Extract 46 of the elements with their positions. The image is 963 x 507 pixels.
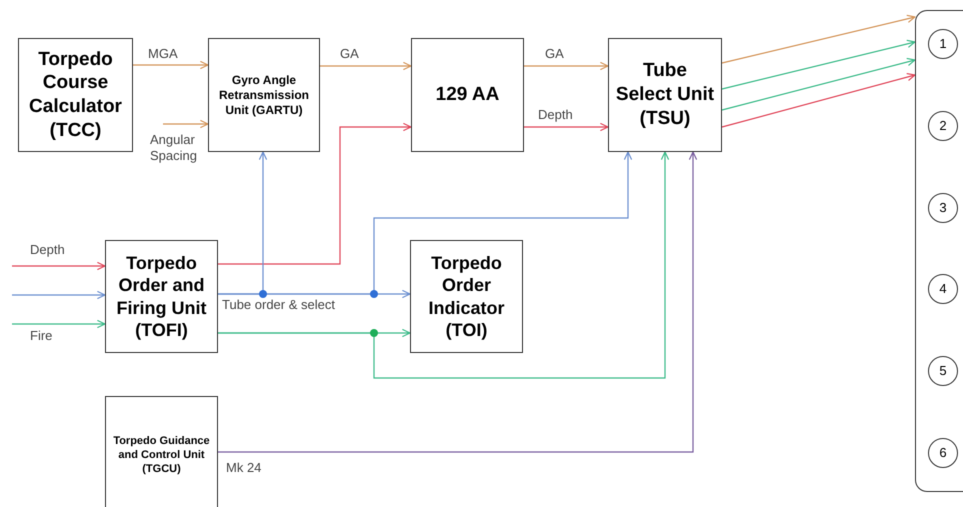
- node-label: Gyro Angle Retransmission Unit (GARTU): [218, 72, 310, 118]
- arrow: [722, 72, 916, 128]
- arrow: [12, 320, 106, 328]
- arrow: [722, 14, 916, 64]
- node-label: Torpedo Guidance and Control Unit (TGCU): [112, 435, 211, 477]
- node-label: 129 AA: [434, 83, 500, 107]
- node-label: 4: [938, 280, 948, 298]
- unit-box: [608, 38, 722, 152]
- unit-box: [18, 38, 133, 152]
- unit-box: [208, 38, 320, 152]
- tube-panel: [915, 10, 963, 492]
- node-label: 2: [938, 118, 948, 134]
- unit-box: [410, 240, 523, 353]
- arrow: [133, 60, 209, 70]
- arrow: [218, 122, 412, 265]
- edge-label: Tube order & select: [222, 297, 336, 314]
- arrow: [218, 151, 698, 453]
- node-label: Torpedo Course Calculator (TCC): [28, 48, 123, 142]
- node-label: 1: [938, 36, 948, 52]
- edge-label: Fire: [30, 328, 54, 344]
- arrow: [722, 40, 916, 90]
- arrow: [163, 120, 209, 128]
- arrow: [12, 290, 106, 300]
- edge-label: GA: [545, 46, 565, 62]
- arrow: [320, 62, 412, 70]
- node-label: Torpedo Order and Firing Unit (TOFI): [116, 252, 208, 342]
- node-label: Torpedo Order Indicator (TOI): [427, 252, 506, 342]
- unit-box: [105, 396, 218, 507]
- edge-label: MGA: [148, 46, 179, 62]
- unit-box: [105, 240, 218, 353]
- edge-label: Angular Spacing: [150, 132, 198, 164]
- edge-label: Mk 24: [226, 460, 262, 476]
- unit-box: [411, 38, 524, 152]
- edge-label: Depth: [538, 107, 574, 124]
- arrow: [218, 151, 632, 295]
- node-label: Tube Select Unit (TSU): [614, 59, 716, 131]
- arrow: [722, 58, 916, 111]
- node-label: 6: [938, 444, 948, 462]
- arrow: [524, 122, 609, 132]
- node-label: 3: [938, 200, 948, 216]
- edge-label: Depth: [30, 242, 66, 258]
- node-label: 5: [938, 362, 948, 380]
- edge-label: GA: [340, 46, 360, 62]
- arrow: [218, 151, 670, 379]
- arrow: [524, 62, 609, 70]
- arrow: [12, 262, 106, 270]
